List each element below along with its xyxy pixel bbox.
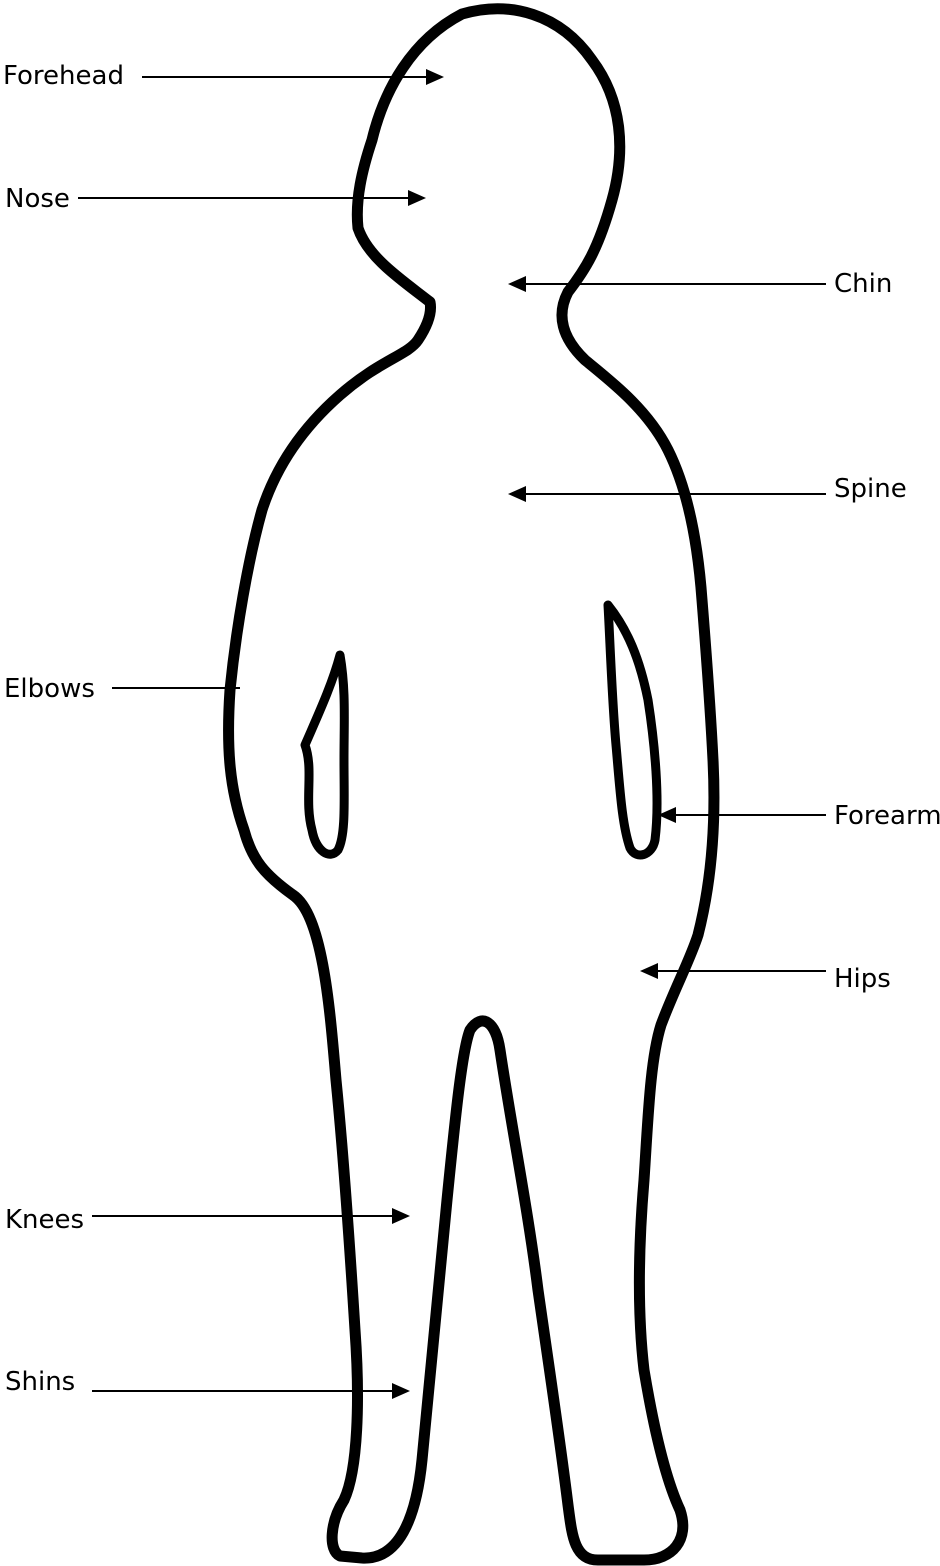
label-chin: Chin: [834, 269, 892, 299]
label-forearm: Forearm: [834, 801, 940, 831]
label-forehead: Forehead: [3, 61, 124, 91]
label-nose: Nose: [5, 184, 70, 214]
label-hips: Hips: [834, 964, 891, 994]
label-spine: Spine: [834, 474, 907, 504]
label-shins: Shins: [5, 1367, 75, 1397]
label-knees: Knees: [5, 1205, 84, 1235]
label-elbows: Elbows: [4, 674, 95, 704]
